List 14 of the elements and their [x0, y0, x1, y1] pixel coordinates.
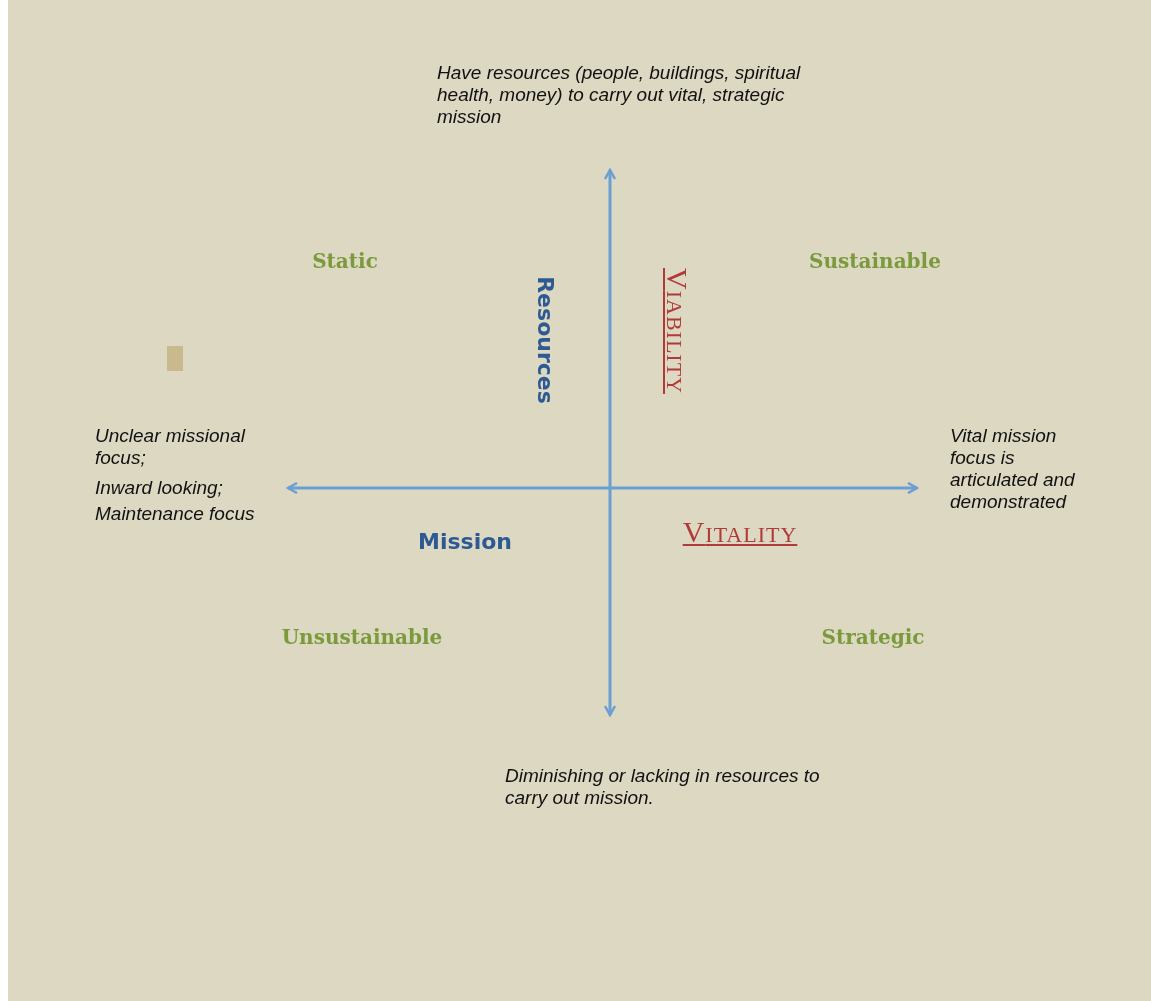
quadrant-label: Strategic [821, 625, 925, 649]
note-text: Inward looking; [95, 477, 224, 499]
note-text: Diminishing or lacking in resources to carry out mission. [505, 765, 821, 809]
note-text: Vital mission focus is articulated and demonstrated [950, 425, 1076, 513]
quadrant-label: Static [312, 249, 378, 273]
quadrant-label: Sustainable [809, 249, 941, 273]
note-text: Maintenance focus [95, 503, 256, 525]
key-label: VIABILITY [660, 268, 694, 394]
axis-label: Resources [532, 276, 558, 404]
note-text: Have resources (people, buildings, spiritual health, money) to carry out vital, strategic mission [437, 62, 802, 128]
quadrant-label: Unsustainable [281, 625, 443, 649]
key-label: VITALITY [682, 515, 798, 549]
note-text: Unclear missional focus; [95, 425, 247, 469]
axis-label: Mission [418, 528, 512, 554]
